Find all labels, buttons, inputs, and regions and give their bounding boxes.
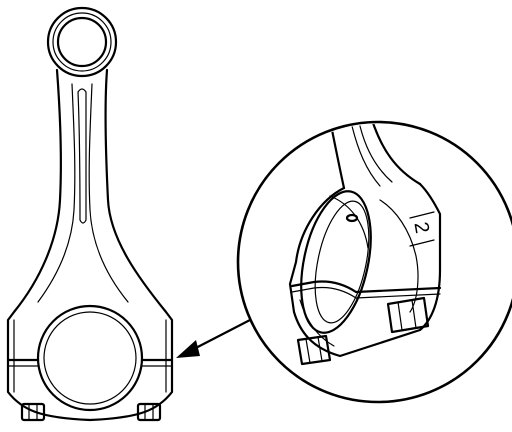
big-end-bore [36,304,144,412]
detail-view: 2 [288,124,442,366]
connecting-rod-drawing [6,6,174,422]
small-end-eye [46,6,118,78]
rod-beam-channel-inner [77,88,87,224]
detail-bolt-left [296,334,332,366]
detail-bore-outer [300,190,372,334]
cap-bolt-left [20,402,46,422]
rod-beam-channel [37,83,129,303]
rod-beam-outline [6,68,174,422]
detail-parting-line [290,280,442,294]
detail-magnifier-circle: 2 [236,120,512,404]
cap-bolt-right [136,402,162,422]
side-mark-label: 2 [409,220,433,235]
oil-hole [345,213,359,223]
detail-bolt-right [386,296,430,334]
callout-arrow [176,318,252,358]
